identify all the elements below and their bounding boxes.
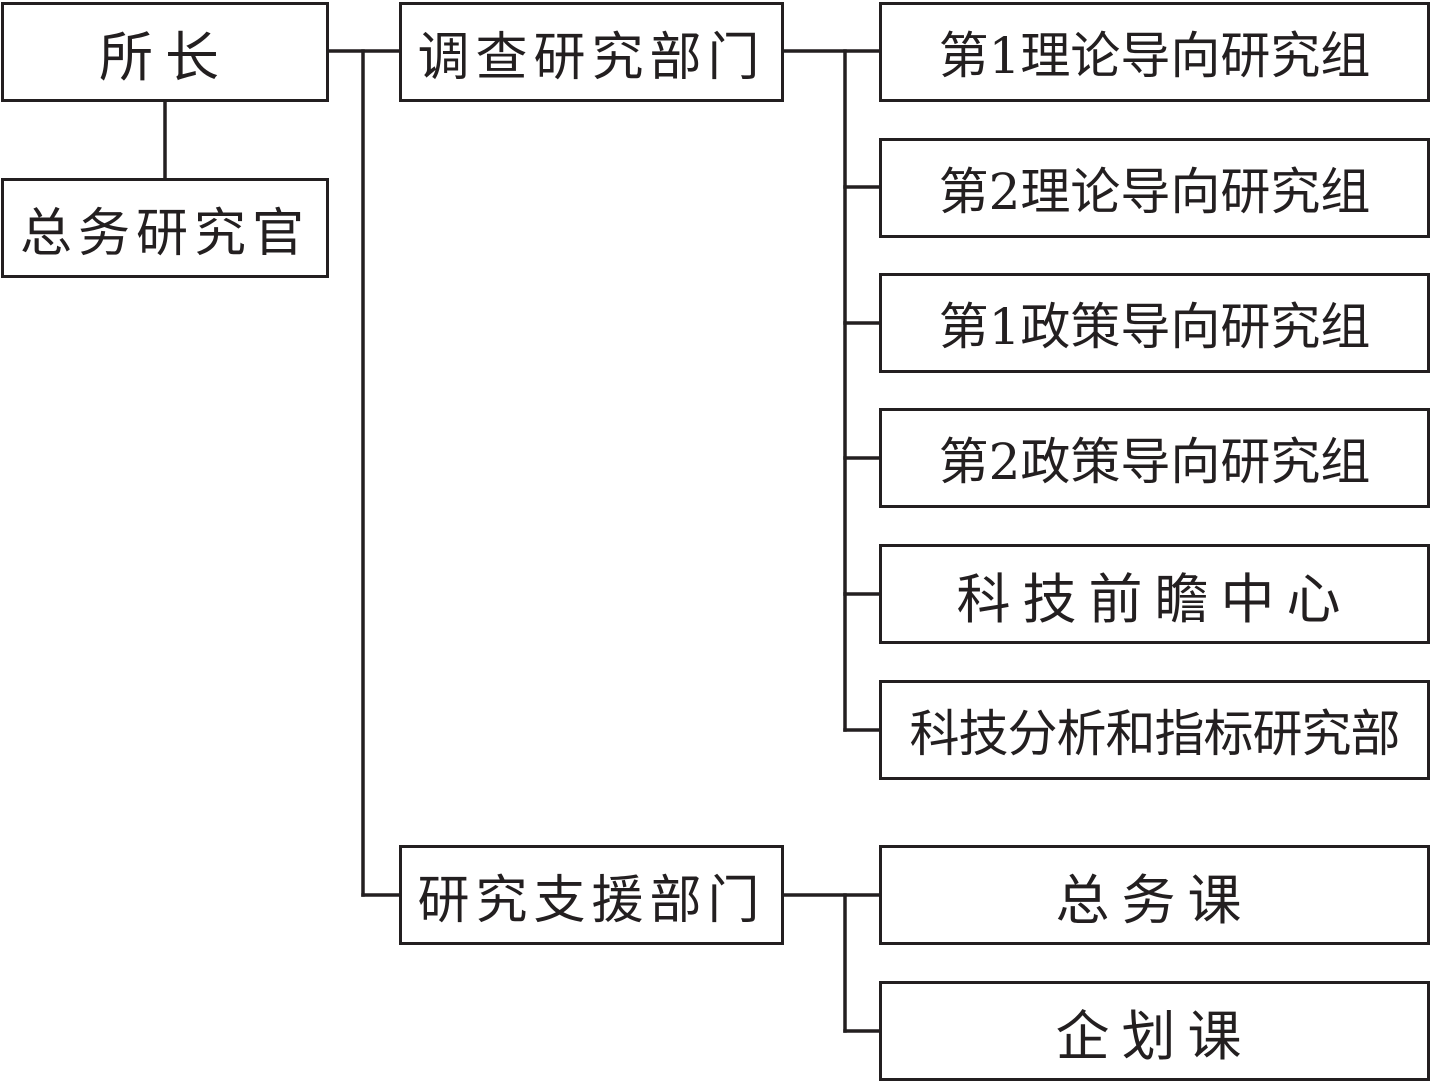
unit-label: 第1政策导向研究组 <box>938 298 1371 356</box>
unit-label: 科技分析和指标研究部 <box>909 705 1401 763</box>
general-affairs-officer-label: 总务研究官 <box>19 203 310 264</box>
unit-box: 科技分析和指标研究部 <box>879 680 1430 780</box>
unit-box: 第1理论导向研究组 <box>879 2 1430 102</box>
unit-box: 第2政策导向研究组 <box>879 408 1430 508</box>
unit-box: 企划课 <box>879 981 1430 1081</box>
research-department-box: 调查研究部门 <box>399 2 784 102</box>
director-box: 所长 <box>1 2 329 102</box>
general-affairs-officer-box: 总务研究官 <box>1 178 329 278</box>
unit-label: 第1理论导向研究组 <box>938 27 1371 85</box>
research-department-label: 调查研究部门 <box>417 27 766 88</box>
unit-box: 第1政策导向研究组 <box>879 273 1430 373</box>
unit-box: 总务课 <box>879 845 1430 945</box>
unit-box: 第2理论导向研究组 <box>879 138 1430 238</box>
support-department-box: 研究支援部门 <box>399 845 784 945</box>
director-label: 所长 <box>99 25 231 89</box>
unit-label: 企划课 <box>1055 1004 1254 1068</box>
unit-box: 科技前瞻中心 <box>879 544 1430 644</box>
unit-label: 第2理论导向研究组 <box>938 163 1371 221</box>
unit-label: 第2政策导向研究组 <box>938 433 1371 491</box>
unit-label: 科技前瞻中心 <box>956 567 1353 631</box>
support-department-label: 研究支援部门 <box>417 870 766 931</box>
unit-label: 总务课 <box>1055 868 1254 932</box>
